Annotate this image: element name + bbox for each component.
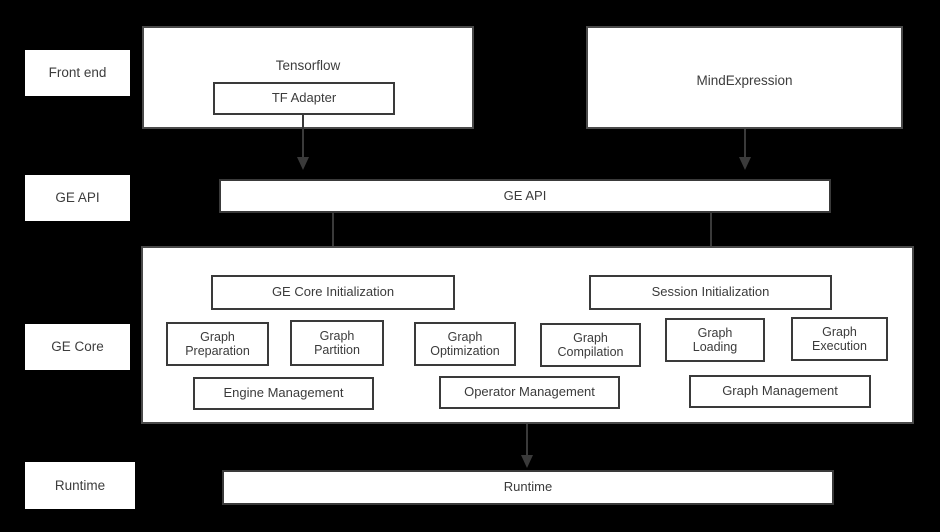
arrowhead-ge-core-to-runtime [521, 455, 533, 468]
manager-operator-management[interactable]: Operator Management [439, 376, 620, 409]
tier-label-ge-core: GE Core [25, 324, 130, 370]
tensorflow-title: Tensorflow [275, 58, 341, 73]
module-graph-preparation-label: Graph Preparation [185, 329, 250, 358]
module-graph-optimization[interactable]: Graph Optimization [414, 322, 516, 366]
tier-label-ge-api: GE API [25, 175, 130, 221]
tier-label-ge-core-text: GE Core [51, 339, 104, 355]
runtime-bar-label: Runtime [503, 479, 553, 495]
tf-adapter-box[interactable]: TF Adapter [213, 82, 395, 115]
tf-adapter-label: TF Adapter [271, 90, 337, 106]
module-graph-compilation[interactable]: Graph Compilation [540, 323, 641, 367]
connector-ge-api-to-ge-core-init [332, 213, 334, 265]
mindexpression-panel: MindExpression [586, 26, 903, 129]
ge-api-bar-label: GE API [503, 187, 547, 203]
ge-api-bar[interactable]: GE API [219, 179, 831, 213]
connector-mindexpression-to-ge-api [744, 129, 746, 162]
ge-core-initialization-box[interactable]: GE Core Initialization [211, 275, 455, 310]
manager-engine-management[interactable]: Engine Management [193, 377, 374, 410]
module-graph-loading[interactable]: Graph Loading [665, 318, 765, 362]
module-graph-optimization-label: Graph Optimization [430, 329, 500, 358]
connector-ge-core-to-runtime [526, 424, 528, 459]
arrowhead-mindexpression-to-ge-api [739, 157, 751, 170]
ge-core-initialization-label: GE Core Initialization [271, 284, 395, 300]
session-initialization-label: Session Initialization [651, 284, 770, 300]
manager-graph-management-label: Graph Management [722, 383, 838, 399]
mindexpression-title: MindExpression [696, 73, 793, 88]
manager-operator-management-label: Operator Management [464, 384, 595, 400]
module-graph-execution-label: Graph Execution [812, 324, 867, 353]
tier-label-runtime-text: Runtime [54, 477, 106, 493]
module-graph-execution[interactable]: Graph Execution [791, 317, 888, 361]
connector-ge-api-to-session-init [710, 213, 712, 265]
manager-graph-management[interactable]: Graph Management [689, 375, 871, 408]
tier-label-front-end: Front end [25, 50, 130, 96]
connector-tf-adapter-to-ge-api [302, 115, 304, 162]
module-graph-partition-label: Graph Partition [314, 328, 360, 357]
arrowhead-tf-adapter-to-ge-api [297, 157, 309, 170]
module-graph-preparation[interactable]: Graph Preparation [166, 322, 269, 366]
module-graph-compilation-label: Graph Compilation [557, 330, 624, 359]
tier-label-runtime: Runtime [25, 462, 135, 509]
manager-engine-management-label: Engine Management [223, 385, 344, 401]
runtime-bar[interactable]: Runtime [222, 470, 834, 505]
module-graph-partition[interactable]: Graph Partition [290, 320, 384, 366]
module-graph-loading-label: Graph Loading [692, 325, 738, 354]
tier-label-front-end-text: Front end [48, 65, 107, 81]
tier-label-ge-api-text: GE API [55, 190, 100, 206]
session-initialization-box[interactable]: Session Initialization [589, 275, 832, 310]
